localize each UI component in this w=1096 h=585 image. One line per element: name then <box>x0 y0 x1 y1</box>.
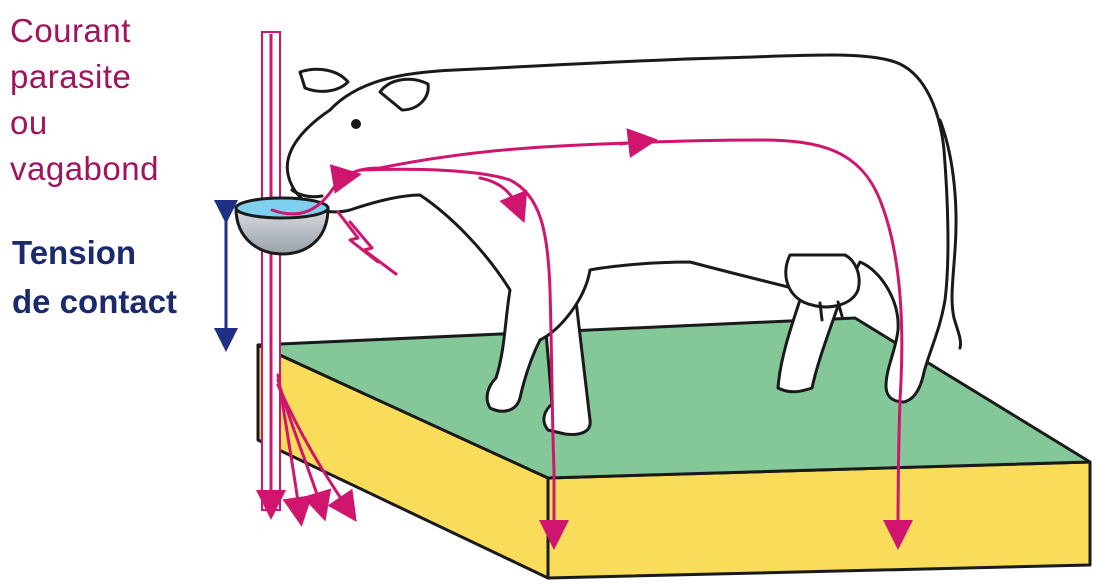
stray-current-label: Courant parasite ou vagabond <box>10 8 159 192</box>
contact-voltage-label: Tension de contact <box>12 228 177 326</box>
stray-current-line-3: ou <box>10 100 159 146</box>
current-arrow-chest <box>338 176 350 178</box>
contact-voltage-line-1: Tension <box>12 228 177 277</box>
contact-voltage-line-2: de contact <box>12 277 177 326</box>
cow-ear <box>300 69 348 91</box>
water-pipe <box>262 32 280 510</box>
stray-current-line-2: parasite <box>10 54 159 100</box>
stray-current-line-1: Courant <box>10 8 159 54</box>
stray-current-line-4: vagabond <box>10 146 159 192</box>
cow-eye <box>351 119 361 129</box>
lightning-icon <box>338 212 396 274</box>
cow-udder <box>786 255 859 307</box>
